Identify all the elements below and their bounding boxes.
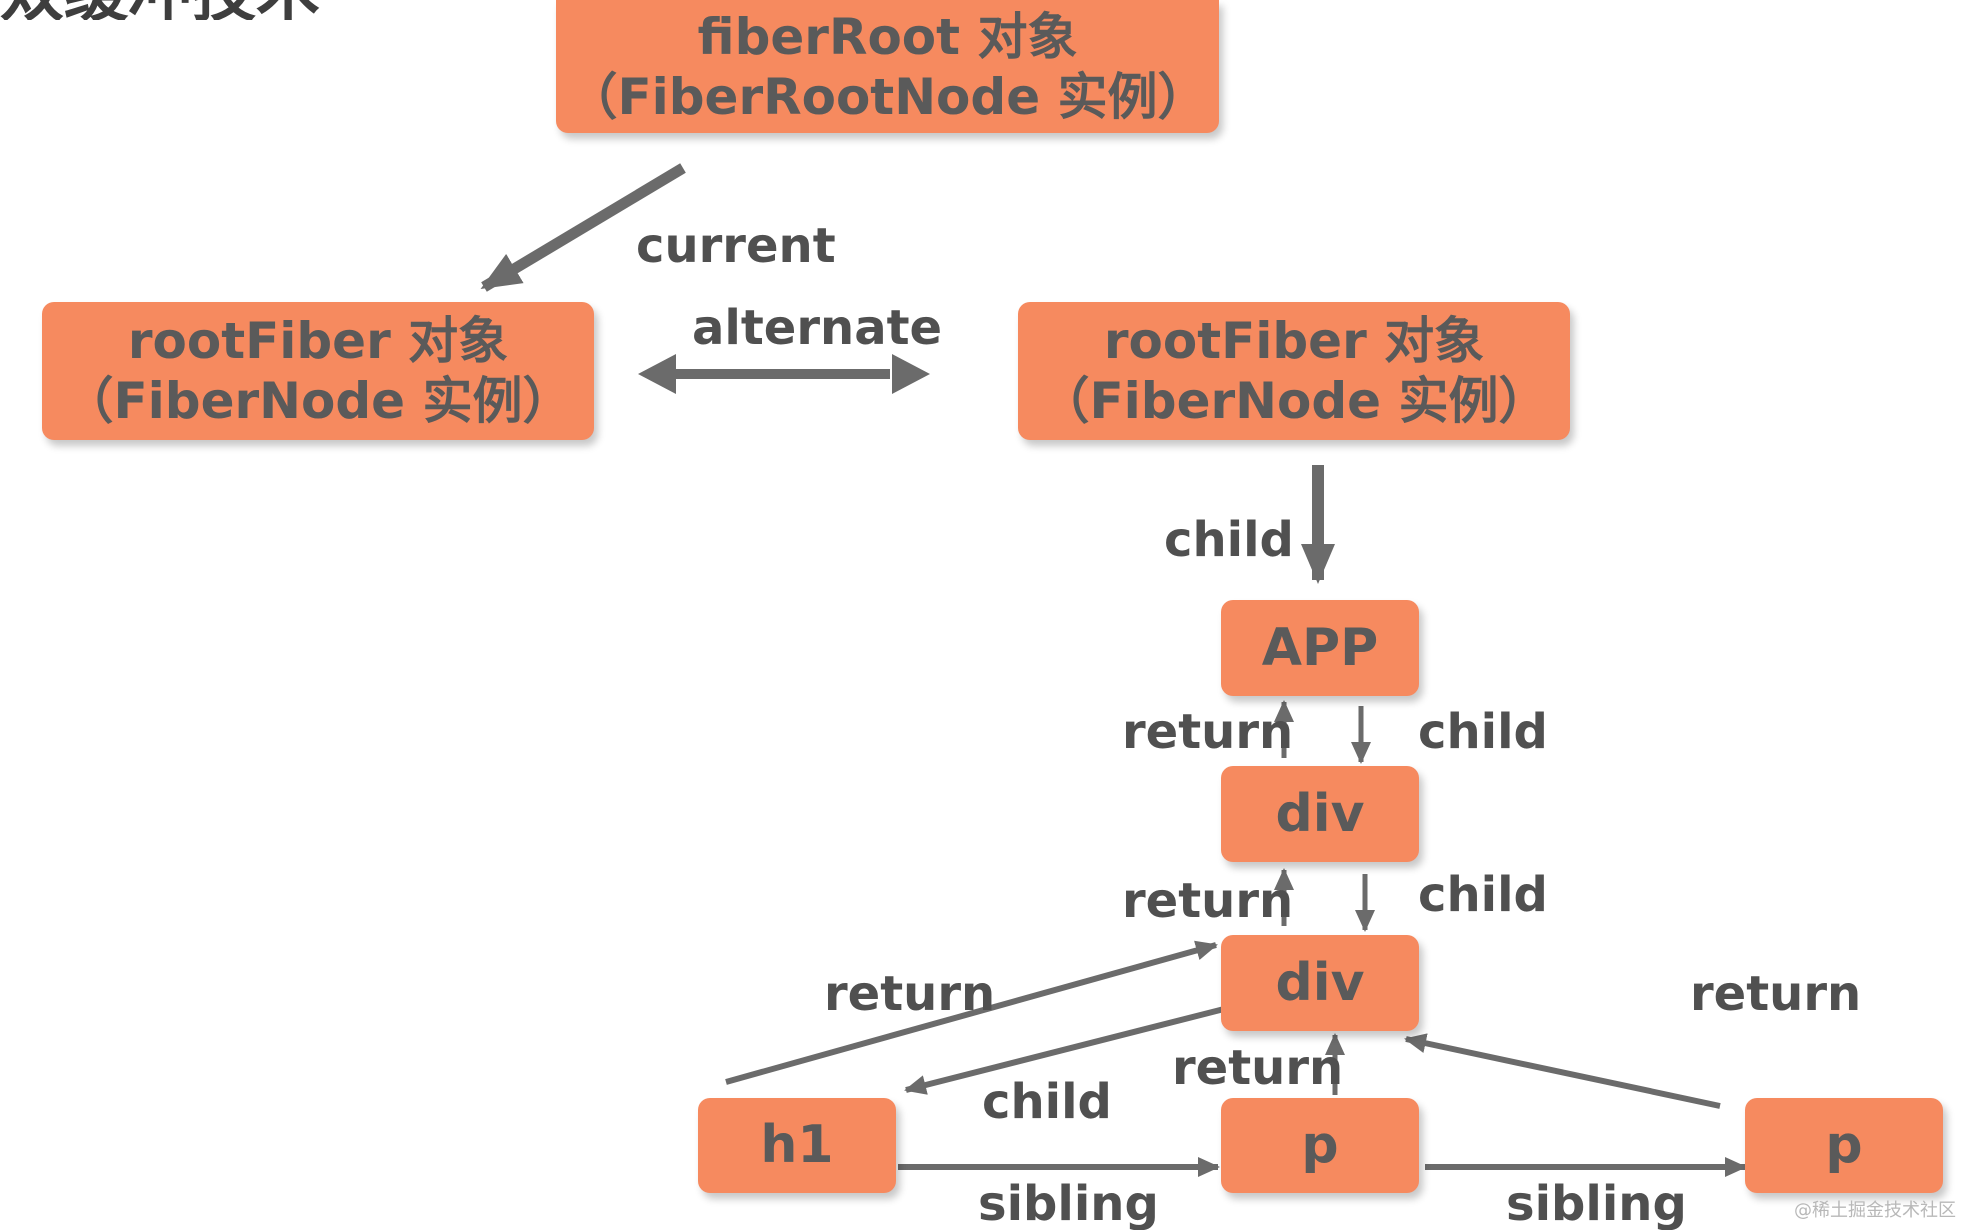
root-fiber-left-subtitle: （FiberNode 实例） [63,372,573,430]
fiber-root-node: fiberRoot 对象 （FiberRootNode 实例） [556,0,1219,133]
label-return-div-div: return [1122,873,1294,929]
root-fiber-right-node: rootFiber 对象 （FiberNode 实例） [1018,302,1570,440]
root-fiber-left-title: rootFiber 对象 [127,312,509,370]
fiber-root-title: fiberRoot 对象 [697,7,1078,66]
root-fiber-left-node: rootFiber 对象 （FiberNode 实例） [42,302,594,440]
label-return-p2: return [1690,966,1862,1022]
label-child-app-div: child [1418,704,1548,760]
p-node-1: p [1221,1098,1419,1193]
label-alternate: alternate [692,300,943,356]
label-child-h1: child [982,1074,1112,1130]
label-return-p1: return [1172,1040,1344,1096]
p-node-2: p [1745,1098,1943,1193]
root-fiber-right-subtitle: （FiberNode 实例） [1039,372,1549,430]
div-node-1: div [1221,766,1419,862]
fiber-root-subtitle: （FiberRootNode 实例） [567,67,1208,126]
label-return-app-div: return [1122,704,1294,760]
header-fragment: 双缓冲技术 [0,0,520,20]
div-node-2: div [1221,935,1419,1031]
h1-node: h1 [698,1098,896,1193]
root-fiber-right-title: rootFiber 对象 [1103,312,1485,370]
current-arrow [480,163,686,292]
label-return-h1: return [824,966,996,1022]
label-current: current [636,218,836,274]
label-sibling-2: sibling [1506,1176,1687,1230]
label-child-div-div: child [1418,867,1548,923]
return-arrow-h1-div [725,940,1218,1085]
label-sibling-1: sibling [978,1176,1159,1230]
child-arrow-div-h1 [904,1005,1229,1095]
alternate-arrow [638,354,930,394]
return-arrow-p2-div [1404,1033,1721,1109]
watermark: @稀土掘金技术社区 [1794,1200,1956,1221]
label-child-root-app: child [1164,512,1294,568]
app-node: APP [1221,600,1419,696]
